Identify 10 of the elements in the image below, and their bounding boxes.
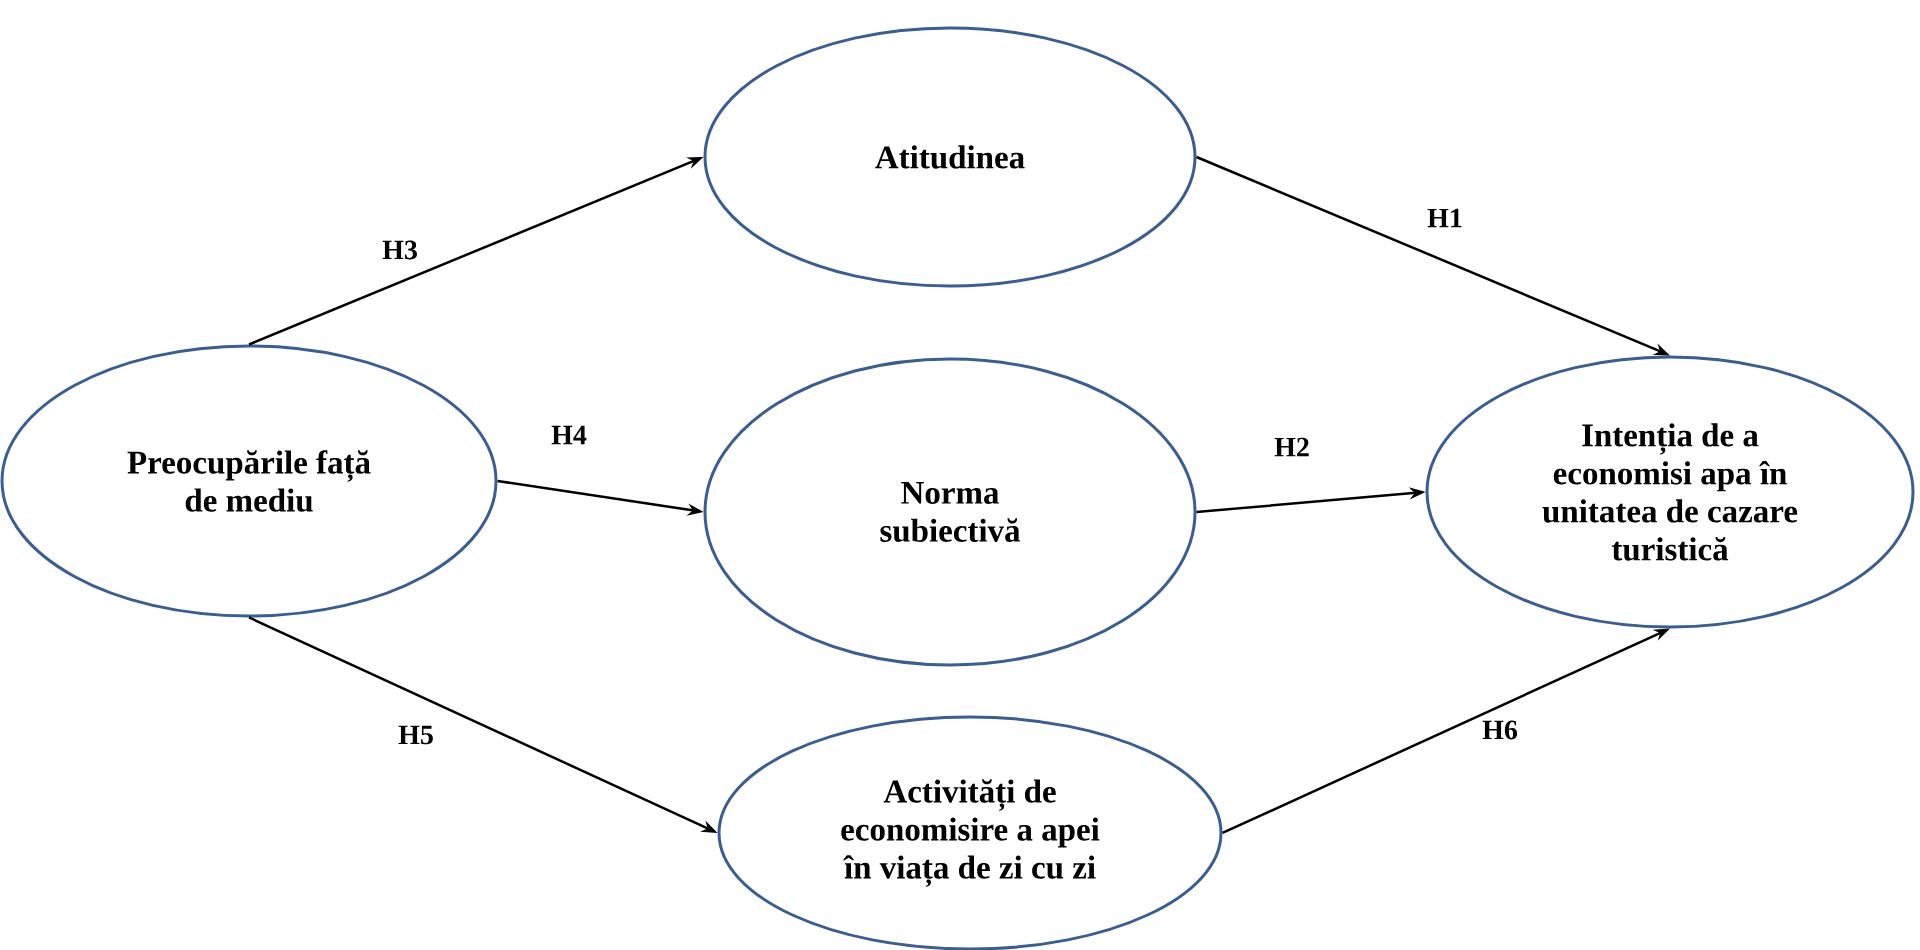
ellipse-node: Intenția de a economisi apa în unitatea de cazare turistică — [1425, 355, 1915, 629]
edge-label: H5 — [398, 725, 433, 745]
ellipse-node: Preocupările față de mediu — [0, 344, 498, 618]
edge-label: H3 — [382, 240, 417, 260]
ellipse-node: Atitudinea — [703, 26, 1197, 288]
edge-label: H1 — [1427, 208, 1462, 228]
edge-label: H4 — [551, 425, 587, 445]
edge-label: H2 — [1274, 437, 1309, 457]
edge-label: H6 — [1482, 720, 1518, 740]
ellipse-node: Norma subiectivă — [703, 357, 1197, 667]
